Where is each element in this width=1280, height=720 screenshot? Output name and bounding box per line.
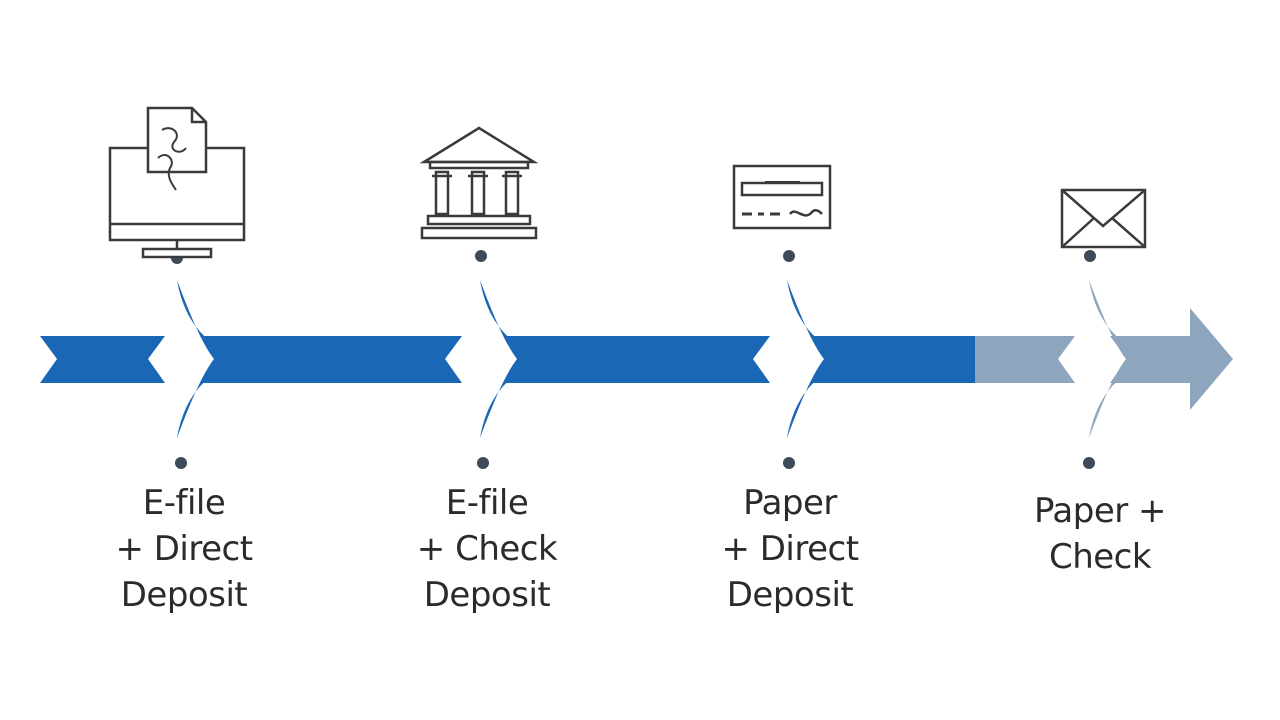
step-label-3: Paper + Direct Deposit — [680, 480, 900, 618]
flow-segment-1 — [200, 336, 462, 383]
step-1-line-3: Deposit — [120, 575, 248, 615]
step-label-1: E-file + Direct Deposit — [74, 480, 294, 618]
flow-curve-1 — [177, 280, 248, 438]
dot-top-2 — [475, 250, 487, 262]
step-label-4: Paper + Check — [990, 488, 1210, 580]
flow-segment-3-faded — [975, 336, 1075, 383]
step-3-line-2: + Direct — [721, 529, 859, 569]
dot-bottom-3 — [783, 457, 795, 469]
dot-bottom-2 — [477, 457, 489, 469]
flow-curves — [177, 280, 1160, 438]
step-4-line-2: Check — [1048, 537, 1152, 577]
flow-segment-2 — [505, 336, 770, 383]
step-1-line-2: + Direct — [115, 529, 253, 569]
step-2-line-3: Deposit — [423, 575, 551, 615]
check-icon — [732, 164, 832, 230]
flow-arrowhead — [1110, 308, 1233, 410]
step-3-line-1: Paper — [743, 483, 837, 523]
flow-curve-2 — [480, 280, 551, 438]
dot-top-3 — [783, 250, 795, 262]
computer-document-icon — [108, 106, 246, 259]
dot-top-4 — [1084, 250, 1096, 262]
envelope-icon — [1060, 188, 1147, 249]
dot-bottom-4 — [1083, 457, 1095, 469]
flow-band — [40, 308, 1233, 410]
step-label-2: E-file + Check Deposit — [377, 480, 597, 618]
bank-icon — [419, 126, 539, 240]
step-1-line-1: E-file — [142, 483, 226, 523]
flow-segment-3 — [810, 336, 975, 383]
step-4-line-1: Paper + — [1033, 491, 1167, 531]
flow-curve-3 — [787, 280, 858, 438]
flow-curve-4 — [1089, 280, 1160, 438]
dot-bottom-1 — [175, 457, 187, 469]
step-2-line-2: + Check — [416, 529, 558, 569]
step-2-line-1: E-file — [445, 483, 529, 523]
flow-tail — [40, 336, 165, 383]
step-3-line-3: Deposit — [726, 575, 854, 615]
